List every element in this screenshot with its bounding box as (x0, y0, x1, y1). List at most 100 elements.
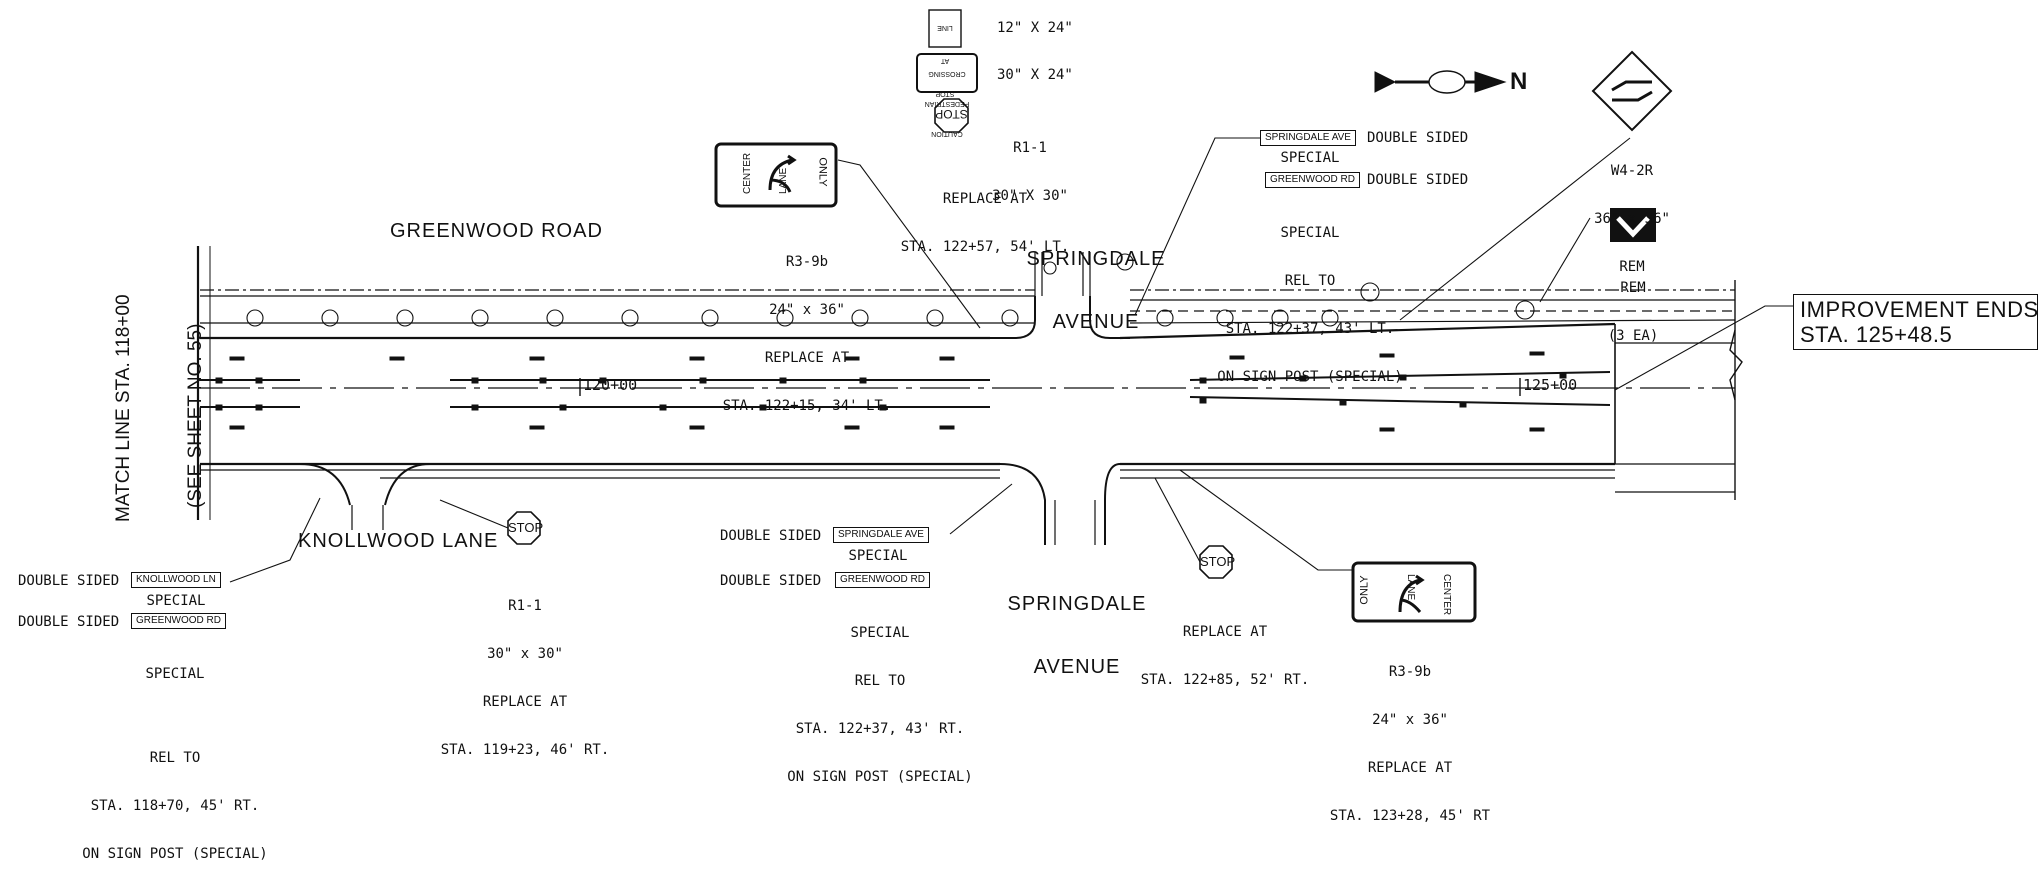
sign-springdale-ave-bottom: SPRINGDALE AVE (833, 527, 929, 543)
top-stack-station: STA. 122+57, 54' LT. (900, 239, 1070, 255)
top-stack-code: R1-1 (1013, 140, 1047, 156)
north-arrow-icon (1374, 70, 1507, 94)
knollwood-note2: DOUBLE SIDED (18, 614, 120, 630)
chevron-count: (3 EA) (1607, 328, 1659, 344)
chevron-action: REM (1620, 280, 1646, 296)
caution-size: 30" X 24" (997, 67, 1073, 83)
chevron-sign-icon (1610, 208, 1656, 242)
sign-greenwood-rd-bottom: GREENWOOD RD (835, 572, 930, 588)
knollwood-post: ON SIGN POST (SPECIAL) (82, 846, 268, 862)
stop-springdale-station: STA. 122+85, 52' RT. (1140, 672, 1310, 688)
north-letter: N (1510, 68, 1528, 95)
stop-springdale-word: STOP (1200, 554, 1236, 569)
station-120: 120+00 (583, 376, 638, 394)
r3-top-size: 24" x 36" (769, 302, 845, 318)
springdale-top-label: SPRINGDALE AVENUE (1026, 207, 1166, 354)
w4-2r-diamond-icon (1591, 50, 1673, 132)
w4-action: REM (1619, 259, 1645, 275)
knollwood-station: STA. 118+70, 45' RT. (90, 798, 260, 814)
w4-size: 36" x 36" (1594, 211, 1670, 227)
stop-knollwood-action: REPLACE AT (482, 694, 568, 710)
stop-sign-knollwood-icon (507, 511, 541, 545)
street-bottom-special1: SPECIAL (848, 548, 908, 564)
r3-bottom-size: 24" x 36" (1372, 712, 1448, 728)
r3-bottom-plate-right-1: CENTER (1441, 574, 1452, 616)
top-stack-action-line: REPLACE AT (942, 191, 1028, 207)
improvement-ends-box: IMPROVEMENT ENDS STA. 125+48.5 (1793, 294, 2038, 350)
r3-bottom-plate-right: CENTER LANE (1392, 574, 1476, 615)
street-bottom-note2: DOUBLE SIDED (720, 573, 822, 589)
r3-top-plate-left: CENTER LANE (718, 153, 802, 194)
r3-9b-top-icon (714, 142, 838, 208)
greenwood-road-label: GREENWOOD ROAD (390, 220, 603, 242)
caution-sign-line3: CROSSING (928, 70, 966, 77)
street-top-special2: SPECIAL (1280, 225, 1340, 241)
station-125: 125+00 (1523, 376, 1578, 394)
stop-springdale-action: REPLACE AT (1182, 624, 1268, 640)
r3-top-plate-right: ONLY (816, 157, 829, 187)
stop-springdale-label: REPLACE AT STA. 122+85, 52' RT. (1125, 592, 1325, 704)
street-top-special1: SPECIAL (1280, 150, 1340, 166)
stop-knollwood-word: STOP (508, 520, 544, 535)
stop-line-sign-line3: LINE (937, 24, 953, 31)
stop-line-size: 12" X 24" (997, 20, 1073, 36)
r3-top-action: REPLACE AT (764, 350, 850, 366)
knollwood-special2: SPECIAL (145, 666, 205, 682)
r3-9b-bottom-icon (1351, 561, 1477, 623)
stop-knollwood-size: 30" x 30" (487, 646, 563, 662)
street-top-action: REL TO (1284, 273, 1336, 289)
street-bottom-reloc: SPECIAL REL TO STA. 122+37, 43' RT. ON S… (765, 593, 995, 801)
match-line-sheet-ref: (SEE SHEET NO. 55) (185, 323, 206, 508)
stop-knollwood-code: R1-1 (508, 598, 542, 614)
sign-springdale-ave-top: SPRINGDALE AVE (1260, 130, 1356, 146)
match-line-station: MATCH LINE STA. 118+00 (113, 294, 134, 522)
street-top-station: STA. 122+37, 43' LT. (1225, 321, 1395, 337)
r3-bottom-plate-right-2: LANE (1405, 574, 1416, 601)
top-stack-action: REPLACE AT STA. 122+57, 54' LT. (880, 159, 1090, 271)
knollwood-note1: DOUBLE SIDED (18, 573, 120, 589)
plan-drawing (196, 9, 1793, 623)
w4-code: W4-2R (1610, 163, 1654, 179)
r3-top-plate-left-2: LANE (778, 167, 789, 194)
r3-bottom-action: REPLACE AT (1367, 760, 1453, 776)
street-top-note2: DOUBLE SIDED (1367, 172, 1469, 188)
knollwood-action: REL TO (149, 750, 201, 766)
r3-bottom-code: R3-9b (1388, 664, 1432, 680)
r3-bottom-station: STA. 123+28, 45' RT (1329, 808, 1491, 824)
stop-line-sign-icon (928, 9, 962, 48)
top-stack-label: R1-1 30" X 30" (970, 108, 1090, 220)
stop-knollwood-label: R1-1 30" x 30" REPLACE AT STA. 119+23, 4… (430, 566, 620, 774)
w4-label: W4-2R 36" x 36" REM (1582, 131, 1682, 291)
sign-knollwood-ln: KNOLLWOOD LN (131, 572, 221, 588)
caution-sign-icon (916, 53, 978, 93)
r3-top-plate-left-1: CENTER (742, 152, 753, 194)
knollwood-special1: SPECIAL (146, 593, 206, 609)
stop-knollwood-station: STA. 119+23, 46' RT. (440, 742, 610, 758)
springdale-bottom-line1: SPRINGDALE (1007, 593, 1147, 615)
improvement-ends-station: STA. 125+48.5 (1800, 322, 1953, 347)
sign-greenwood-rd-top: GREENWOOD RD (1265, 172, 1360, 188)
chevron-label: REM (3 EA) (1593, 248, 1673, 360)
r3-top-station: STA. 122+15, 34' LT. (722, 398, 892, 414)
street-top-note1: DOUBLE SIDED (1367, 130, 1469, 146)
street-bottom-post: ON SIGN POST (SPECIAL) (787, 769, 973, 785)
r3-top-code: R3-9b (785, 254, 829, 270)
top-stack-size: 30" X 30" (992, 188, 1068, 204)
street-top-reloc: SPECIAL REL TO STA. 122+37, 43' LT. ON S… (1195, 193, 1425, 401)
r3-bottom-label: R3-9b 24" x 36" REPLACE AT STA. 123+28, … (1310, 632, 1510, 840)
r3-bottom-plate-left: ONLY (1358, 575, 1371, 605)
knollwood-reloc: SPECIAL REL TO STA. 118+70, 45' RT. ON S… (70, 634, 280, 878)
street-bottom-action: REL TO (854, 673, 906, 689)
sign-greenwood-rd-knollwood: GREENWOOD RD (131, 613, 226, 629)
street-top-post: ON SIGN POST (SPECIAL) (1217, 369, 1403, 385)
stop-sign-springdale-icon (1199, 545, 1233, 579)
knollwood-lane-label: KNOLLWOOD LANE (298, 530, 499, 552)
street-bottom-note1: DOUBLE SIDED (720, 528, 822, 544)
stop-sign-top-icon (934, 98, 969, 133)
springdale-top-line2: AVENUE (1052, 311, 1140, 333)
springdale-bottom-line2: AVENUE (1033, 656, 1121, 678)
street-bottom-station: STA. 122+37, 43' RT. (795, 721, 965, 737)
r3-top-label: R3-9b 24" x 36" REPLACE AT STA. 122+15, … (722, 222, 892, 430)
street-bottom-special2: SPECIAL (850, 625, 910, 641)
improvement-ends-label: IMPROVEMENT ENDS (1800, 297, 2039, 322)
